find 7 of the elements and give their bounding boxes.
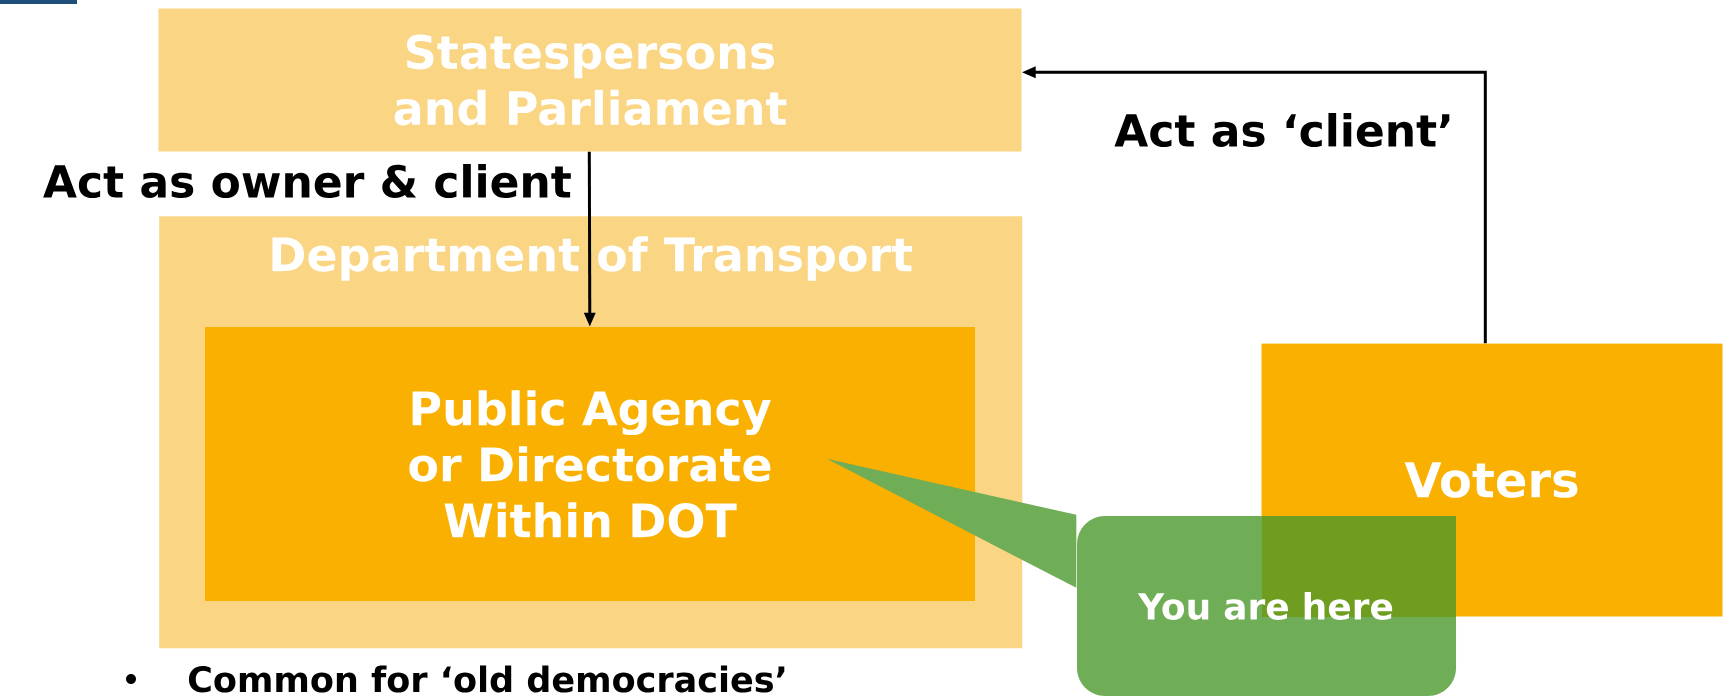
process-box: Public Agency or Directorate Within DOT xyxy=(205,327,975,601)
callout-pointer xyxy=(826,458,1077,588)
speech-bubble: You are here xyxy=(1077,516,1456,696)
edge-label: Act as ‘client’ xyxy=(1114,113,1450,148)
process-box: Statespersons and Parliament xyxy=(158,8,1022,152)
bullet-item: Common for ‘old democracies’ xyxy=(188,665,785,693)
edge-label: Act as owner & client xyxy=(43,164,571,199)
